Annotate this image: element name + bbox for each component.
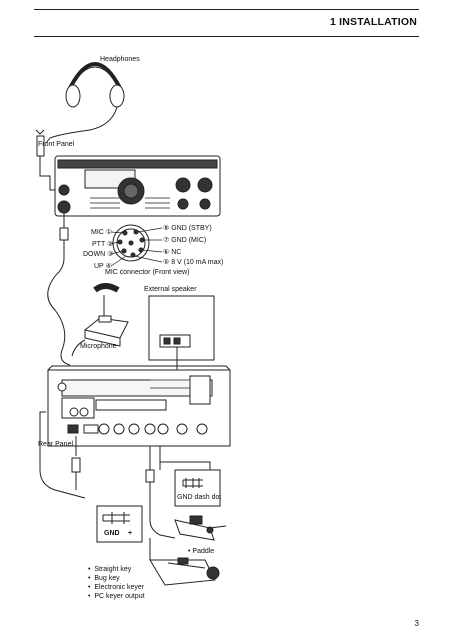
list-item: • Straight key — [88, 566, 132, 573]
page-number: 3 — [414, 619, 419, 628]
paddle-label: • Paddle — [188, 548, 214, 556]
bullet: • — [188, 548, 193, 555]
rear-panel-illustration — [47, 365, 231, 447]
mic-pin-label: ⑤ 8 V (10 mA max) — [163, 259, 224, 266]
rear-panel-label: Rear Panel — [38, 441, 74, 448]
list-item: • Bug key — [88, 575, 120, 582]
straight-key-illustration — [149, 538, 220, 586]
mic-pin-label: MIC ① — [91, 229, 113, 236]
mic-pin-label: ⑧ GND (STBY) — [163, 225, 212, 232]
external-speaker-illustration — [148, 295, 215, 379]
paddle-label-text: Paddle — [192, 548, 215, 555]
paddle-illustration — [174, 515, 227, 541]
paddle-plug-inset — [159, 461, 221, 507]
straight-key-plug-inset — [96, 505, 143, 543]
mic-connector-caption: MIC connector (Front view) — [105, 269, 190, 276]
headphones-illustration — [45, 62, 125, 144]
list-item: • Electronic keyer — [88, 584, 145, 591]
microphone-label: Microphone — [80, 343, 117, 350]
gnd-dash-dot-label: GND dash dot — [177, 494, 222, 501]
front-panel-illustration — [54, 155, 221, 217]
list-item-text: Electronic keyer — [94, 584, 145, 591]
mic-pin-label: PTT ② — [92, 241, 114, 248]
mic-connector-diagram — [110, 224, 163, 267]
section-title: 1 INSTALLATION — [330, 16, 417, 28]
list-item-text: Straight key — [94, 566, 132, 573]
plus-label: + — [128, 530, 133, 537]
external-speaker-label: External speaker — [144, 286, 197, 293]
mic-pin-label: ⑥ NC — [163, 249, 182, 256]
list-item-text: PC keyer output — [94, 593, 145, 600]
header-rule-bottom — [34, 36, 419, 37]
header-rule-top — [34, 9, 419, 10]
list-item-text: Bug key — [94, 575, 120, 582]
mic-pin-label: ⑦ GND (MIC) — [163, 237, 207, 244]
headphones-label: Headphones — [100, 56, 140, 63]
mic-pin-label: DOWN ③ — [83, 251, 114, 258]
microphone-illustration — [71, 283, 129, 357]
gnd-label: GND — [104, 530, 120, 537]
mic-pin-label: UP ④ — [94, 263, 112, 270]
front-panel-label: Front Panel — [38, 141, 75, 148]
list-item: • PC keyer output — [88, 593, 145, 600]
